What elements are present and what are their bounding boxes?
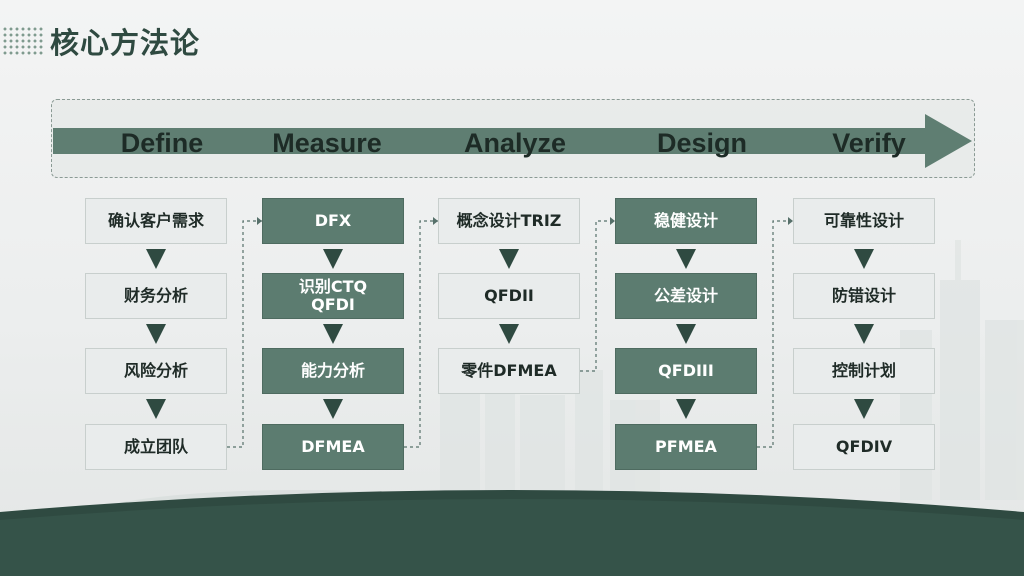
down-arrow-col2-1 [323,249,343,269]
box-financial-analysis: 财务分析 [85,273,227,319]
connector-col4-to-col5 [757,220,793,448]
box-pfmea: PFMEA [615,424,757,470]
down-arrow-col1-3 [146,399,166,419]
down-arrow-col1-2 [146,324,166,344]
box-capability-analysis: 能力分析 [262,348,404,394]
box-qfdii: QFDII [438,273,580,319]
phase-design: Design [656,128,748,158]
box-qfdiv: QFDIV [793,424,935,470]
box-control-plan: 控制计划 [793,348,935,394]
box-dfmea: DFMEA [262,424,404,470]
down-arrow-col3-2 [499,324,519,344]
page-title: 核心方法论 [50,26,201,60]
down-arrow-col2-3 [323,399,343,419]
down-arrow-col1-1 [146,249,166,269]
down-arrow-col2-2 [323,324,343,344]
down-arrow-col5-2 [854,324,874,344]
down-arrow-col4-3 [676,399,696,419]
phase-analyze: Analyze [463,128,567,158]
box-tolerance-design: 公差设计 [615,273,757,319]
box-confirm-customer-needs: 确认客户需求 [85,198,227,244]
title-dots-decoration [2,26,44,56]
box-concept-design-triz: 概念设计TRIZ [438,198,580,244]
box-robust-design: 稳健设计 [615,198,757,244]
connector-col2-to-col3 [404,220,438,448]
box-qfdiii: QFDIII [615,348,757,394]
phase-arrow [53,114,972,168]
down-arrow-col3-1 [499,249,519,269]
box-risk-analysis: 风险分析 [85,348,227,394]
box-error-proofing-design: 防错设计 [793,273,935,319]
box-ctq-qfdi-label: 识别CTQ QFDI [298,277,368,314]
phase-verify: Verify [832,128,906,158]
down-arrow-col4-1 [676,249,696,269]
down-arrow-col5-3 [854,399,874,419]
box-ctq-qfdi: 识别CTQ QFDI [262,273,404,319]
phase-measure: Measure [272,128,382,158]
box-form-team: 成立团队 [85,424,227,470]
box-dfx: DFX [262,198,404,244]
down-arrow-col5-1 [854,249,874,269]
connector-col1-to-col2 [227,220,262,448]
phase-define: Define [120,128,204,158]
box-reliability-design: 可靠性设计 [793,198,935,244]
box-part-dfmea: 零件DFMEA [438,348,580,394]
connector-col3-to-col4 [580,220,615,372]
down-arrow-col4-2 [676,324,696,344]
